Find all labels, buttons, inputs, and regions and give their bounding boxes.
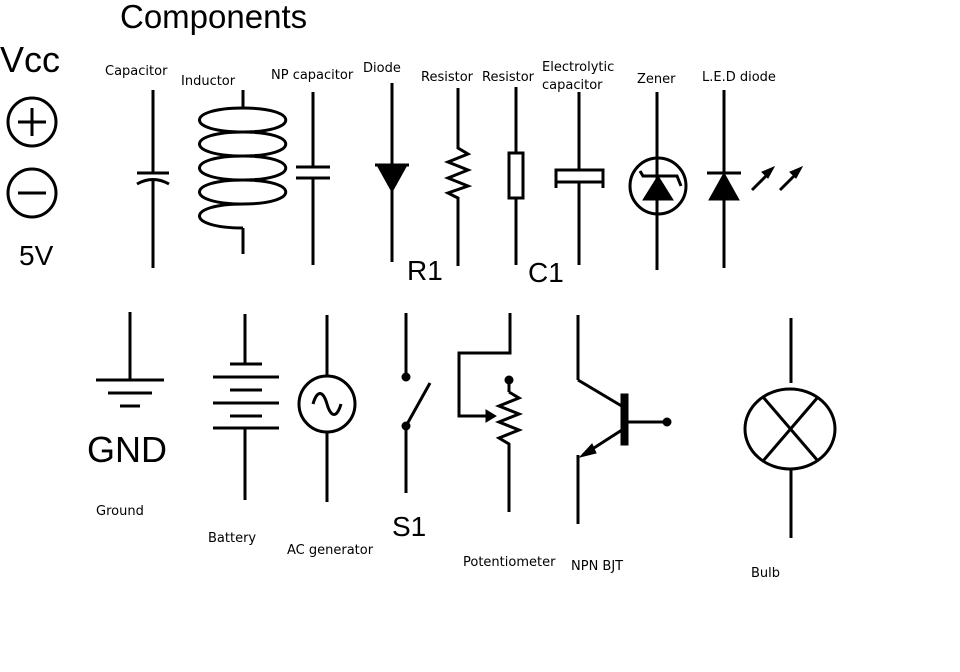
designator-r1: R1 [407, 255, 443, 286]
potentiometer-label: Potentiometer [463, 555, 556, 570]
ground-symbol [96, 312, 164, 408]
designator-gnd: GND [87, 429, 167, 470]
designator-s1: S1 [392, 511, 426, 542]
zener-symbol [628, 92, 688, 270]
switch-symbol [401, 313, 432, 493]
bulb-symbol [743, 318, 837, 538]
resistor-zigzag-symbol [443, 88, 473, 266]
np-capacitor-label: NP capacitor [271, 68, 354, 83]
inductor-label: Inductor [181, 74, 236, 89]
ac-generator-label: AC generator [287, 543, 374, 558]
voltage-label: 5V [19, 240, 54, 271]
diode-symbol [375, 83, 409, 262]
vcc-label: Vcc [0, 39, 60, 80]
battery-symbol [213, 314, 279, 500]
designator-c1: C1 [528, 257, 564, 288]
capacitor-symbol [136, 90, 170, 268]
ground-label: Ground [96, 504, 144, 519]
diagram-title: Components [120, 0, 307, 35]
bulb-label: Bulb [751, 566, 780, 581]
ac-generator-symbol [297, 315, 357, 502]
electrolytic-label-line1: Electrolytic [542, 60, 614, 75]
electrolytic-capacitor-symbol [554, 92, 605, 265]
battery-label: Battery [208, 531, 256, 546]
inductor-symbol [198, 90, 288, 254]
led-label: L.E.D diode [702, 70, 776, 85]
electrolytic-label-line2: capacitor [542, 78, 603, 93]
npn-bjt-label: NPN BJT [571, 559, 623, 574]
zener-label: Zener [637, 72, 676, 87]
potentiometer-symbol [457, 313, 524, 512]
resistor-label-2: Resistor [482, 70, 535, 85]
minus-symbol [6, 167, 58, 219]
diode-label: Diode [363, 61, 401, 76]
resistor-box-symbol [507, 87, 525, 265]
led-symbol [707, 90, 804, 268]
np-capacitor-symbol [296, 92, 330, 265]
resistor-label-1: Resistor [421, 70, 474, 85]
plus-symbol [6, 96, 58, 148]
capacitor-label: Capacitor [105, 64, 168, 79]
npn-bjt-symbol [576, 315, 672, 524]
